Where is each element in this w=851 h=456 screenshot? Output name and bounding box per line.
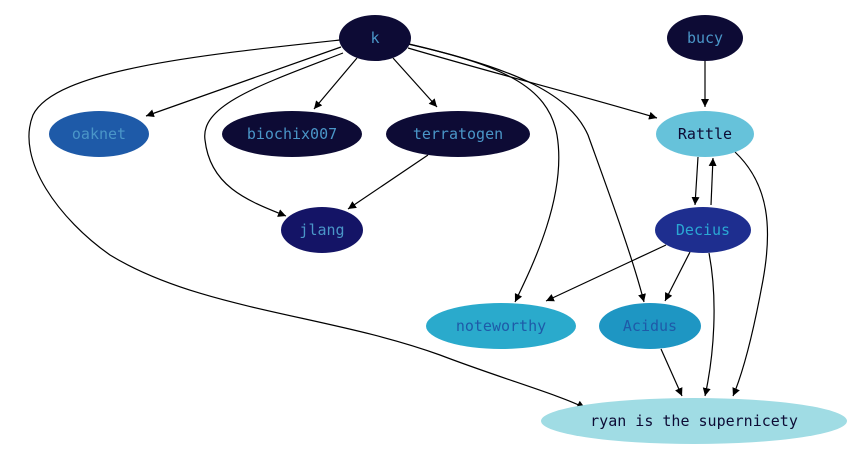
node-oaknet-shape — [49, 111, 149, 157]
edge-decius-to-rattle — [708, 157, 717, 206]
node-ryan[interactable]: ryan is the supernicety — [541, 398, 847, 444]
node-bucy-label: bucy — [687, 29, 723, 47]
nodes-layer: k bucy oaknet biochix007 terratogen Rattle jla… — [49, 15, 847, 444]
edge-k-to-biochix007 — [313, 57, 358, 110]
node-jlang-shape — [281, 207, 363, 253]
edge-rattle-to-ryan — [732, 151, 769, 397]
node-bucy[interactable]: bucy — [667, 15, 743, 61]
edge-terratogen-to-jlang — [347, 154, 429, 210]
node-jlang[interactable]: jlang — [281, 207, 363, 253]
node-biochix007[interactable]: biochix007 — [222, 111, 362, 157]
node-k-label: k — [370, 29, 379, 47]
node-ryan-shape — [541, 398, 847, 444]
node-noteworthy[interactable]: noteworthy — [426, 303, 576, 349]
node-acidus-label: Acidus — [623, 317, 677, 335]
node-terratogen-label: terratogen — [413, 125, 503, 143]
node-bucy-shape — [667, 15, 743, 61]
edge-k-to-ryan — [28, 39, 586, 409]
node-acidus[interactable]: Acidus — [599, 303, 701, 349]
node-k[interactable]: k — [339, 15, 411, 61]
node-decius[interactable]: Decius — [655, 207, 751, 253]
edges-layer — [28, 39, 769, 409]
edge-k-to-noteworthy — [407, 43, 560, 303]
node-noteworthy-label: noteworthy — [456, 317, 546, 335]
edge-k-to-acidus — [408, 43, 646, 303]
node-oaknet[interactable]: oaknet — [49, 111, 149, 157]
node-rattle-shape — [656, 111, 754, 157]
node-biochix007-label: biochix007 — [247, 125, 337, 143]
edge-k-to-oaknet — [145, 46, 342, 118]
node-rattle-label: Rattle — [678, 125, 732, 143]
node-terratogen[interactable]: terratogen — [386, 111, 530, 157]
edge-decius-to-noteworthy — [545, 244, 667, 302]
node-noteworthy-shape — [426, 303, 576, 349]
node-rattle[interactable]: Rattle — [656, 111, 754, 157]
node-jlang-label: jlang — [299, 221, 344, 239]
node-oaknet-label: oaknet — [72, 125, 126, 143]
node-k-shape — [339, 15, 411, 61]
edge-decius-to-ryan — [702, 252, 715, 397]
edge-decius-to-acidus — [664, 251, 691, 302]
node-acidus-shape — [599, 303, 701, 349]
node-decius-shape — [655, 207, 751, 253]
edge-k-to-jlang — [204, 52, 344, 217]
node-terratogen-shape — [386, 111, 530, 157]
edge-k-to-terratogen — [392, 57, 438, 108]
edge-rattle-to-decius — [691, 156, 700, 206]
edge-k-to-rattle — [407, 47, 658, 120]
node-decius-label: Decius — [676, 221, 730, 239]
node-biochix007-shape — [222, 111, 362, 157]
node-ryan-label: ryan is the supernicety — [590, 412, 798, 430]
edge-acidus-to-ryan — [660, 348, 683, 397]
